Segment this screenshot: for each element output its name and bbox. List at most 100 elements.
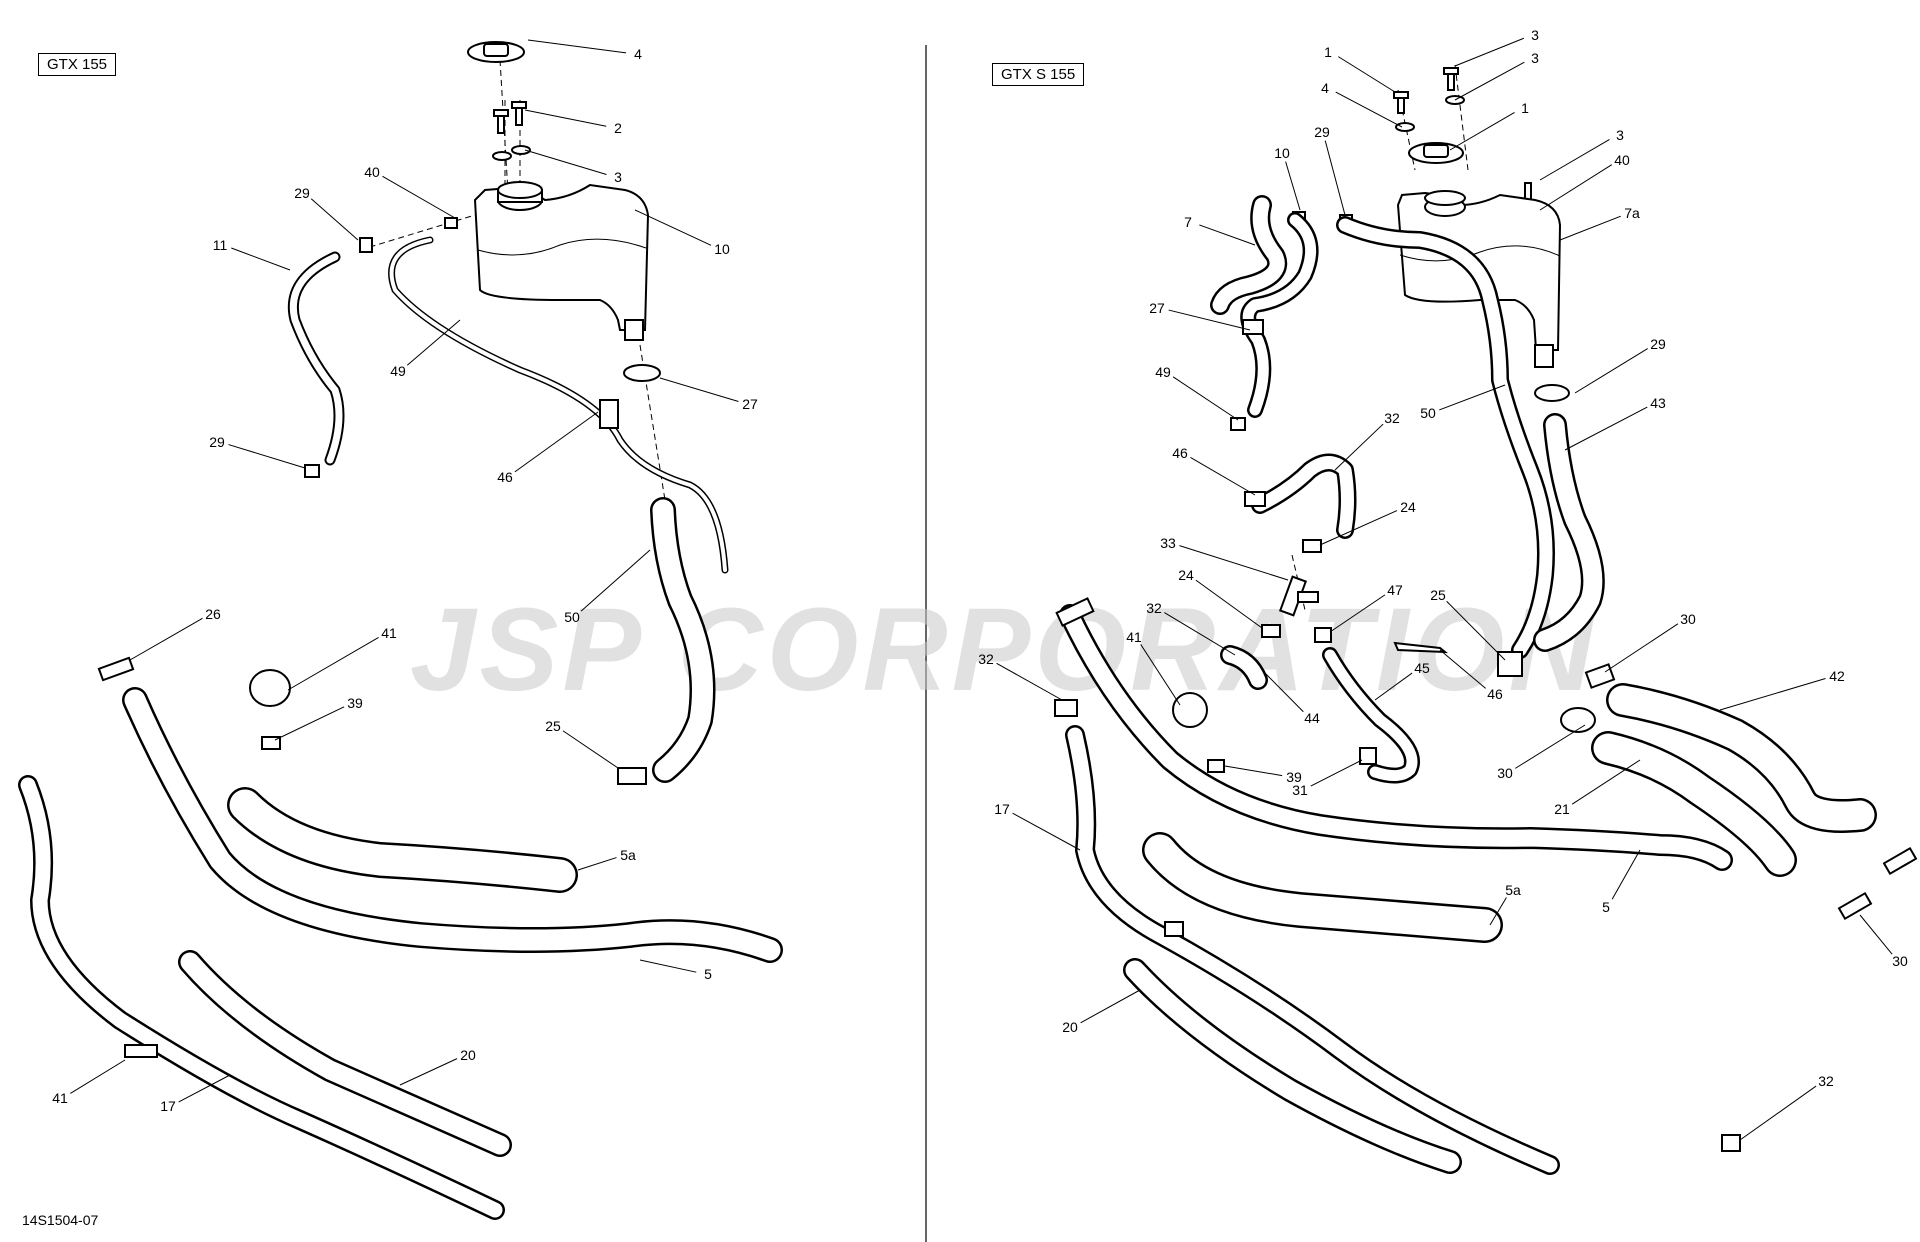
leader-line	[1559, 215, 1621, 241]
hose-17	[18, 775, 505, 1220]
document-id: 14S1504-07	[22, 1212, 99, 1228]
leader-line	[1446, 600, 1506, 661]
leader-line	[406, 319, 461, 366]
callout-number: 46	[1487, 686, 1503, 702]
elbow-44	[1220, 645, 1268, 690]
callout-number: 10	[1274, 145, 1290, 161]
fitting-26	[97, 656, 135, 682]
leader-line	[1319, 510, 1398, 546]
callout-number: 3	[614, 169, 622, 185]
right-hose-20	[1123, 958, 1462, 1174]
leader-line	[1515, 724, 1586, 769]
cable-tie-46	[1393, 641, 1449, 654]
callout-number: 46	[1172, 445, 1188, 461]
callout-number: 45	[1414, 660, 1430, 676]
callout-number: 24	[1178, 567, 1194, 583]
leader-line	[1571, 759, 1641, 805]
model-label-gtx-155: GTX 155	[38, 53, 117, 76]
clamp-29-bottom	[304, 464, 320, 478]
right-fitting-top	[1055, 597, 1095, 627]
callout-number: 43	[1650, 395, 1666, 411]
callout-number: 46	[497, 469, 513, 485]
hose-43	[1251, 453, 1357, 539]
hose-7	[1240, 212, 1319, 418]
callout-number: 3	[1531, 27, 1539, 43]
callout-number: 40	[1614, 152, 1630, 168]
leader-line	[634, 209, 712, 246]
clamp-27	[623, 364, 661, 382]
callout-number: 4	[634, 46, 642, 62]
leader-line	[1195, 579, 1263, 629]
hose-42	[1606, 683, 1877, 833]
leader-line	[1449, 111, 1515, 151]
hose-7a	[1210, 195, 1288, 315]
callout-number: 21	[1554, 801, 1570, 817]
callout-number: 50	[564, 609, 580, 625]
hose-50	[650, 497, 716, 783]
right-clamp-on-17	[1164, 921, 1184, 937]
callout-number: 5	[1602, 899, 1610, 915]
callout-number: 17	[994, 801, 1010, 817]
right-clamp-27	[1534, 384, 1570, 402]
leader-line	[1080, 989, 1141, 1024]
leader-line	[659, 377, 739, 402]
callout-number: 42	[1829, 668, 1845, 684]
leader-line	[1604, 623, 1679, 673]
callout-number: 41	[381, 625, 397, 641]
leader-line	[287, 636, 379, 691]
fitting-30-a	[1882, 846, 1918, 876]
callout-number: 39	[347, 695, 363, 711]
right-clip-39	[1207, 759, 1225, 773]
fitting-40	[444, 217, 458, 229]
leader-line	[1285, 161, 1301, 211]
right-clamp-41	[1172, 692, 1208, 728]
leader-line	[1564, 406, 1648, 451]
clamp-47	[1314, 627, 1332, 643]
callout-number: 5a	[620, 847, 636, 863]
screws-and-washers	[492, 101, 531, 161]
callout-number: 7	[1184, 214, 1192, 230]
callout-number: 29	[294, 185, 310, 201]
leader-line	[1489, 897, 1507, 926]
callout-number: 2	[614, 120, 622, 136]
leader-line	[1164, 612, 1236, 656]
callout-number: 40	[364, 164, 380, 180]
leader-line	[639, 959, 697, 973]
radiator-cap	[467, 41, 525, 63]
right-hose-50	[1533, 413, 1605, 652]
leader-line	[1199, 224, 1256, 246]
leader-line	[1439, 384, 1506, 411]
fitting-30-b	[1837, 891, 1873, 921]
leader-line	[1374, 672, 1413, 701]
leader-line	[399, 1058, 458, 1086]
leader-line	[1611, 849, 1641, 900]
hose-5	[122, 687, 783, 963]
leader-line	[580, 549, 651, 612]
callout-number: 50	[1420, 405, 1436, 421]
hose-20	[178, 950, 512, 1157]
callout-number: 32	[978, 651, 994, 667]
right-hose-17	[1065, 725, 1560, 1175]
leader-line	[1439, 649, 1486, 689]
leader-line	[514, 411, 599, 473]
callout-number: 31	[1292, 782, 1308, 798]
callout-number: 30	[1680, 611, 1696, 627]
callout-number: 5a	[1505, 882, 1521, 898]
hose-21	[1591, 731, 1797, 877]
callout-number: 27	[742, 396, 758, 412]
callout-number: 1	[1521, 100, 1529, 116]
leader-line	[527, 39, 627, 54]
callout-number: 25	[545, 718, 561, 734]
leader-line	[1329, 594, 1386, 633]
clamp-30-b	[1560, 707, 1596, 733]
left-panel-parts	[18, 41, 783, 1220]
callout-number: 29	[1650, 336, 1666, 352]
clamp-41-top	[249, 669, 291, 707]
callout-number: 49	[390, 363, 406, 379]
right-clamp-29-bottom	[1230, 417, 1246, 431]
callout-number: 27	[1149, 300, 1165, 316]
right-clamp-25	[1497, 651, 1523, 677]
leader-line	[524, 109, 607, 127]
leader-line	[1719, 678, 1826, 711]
